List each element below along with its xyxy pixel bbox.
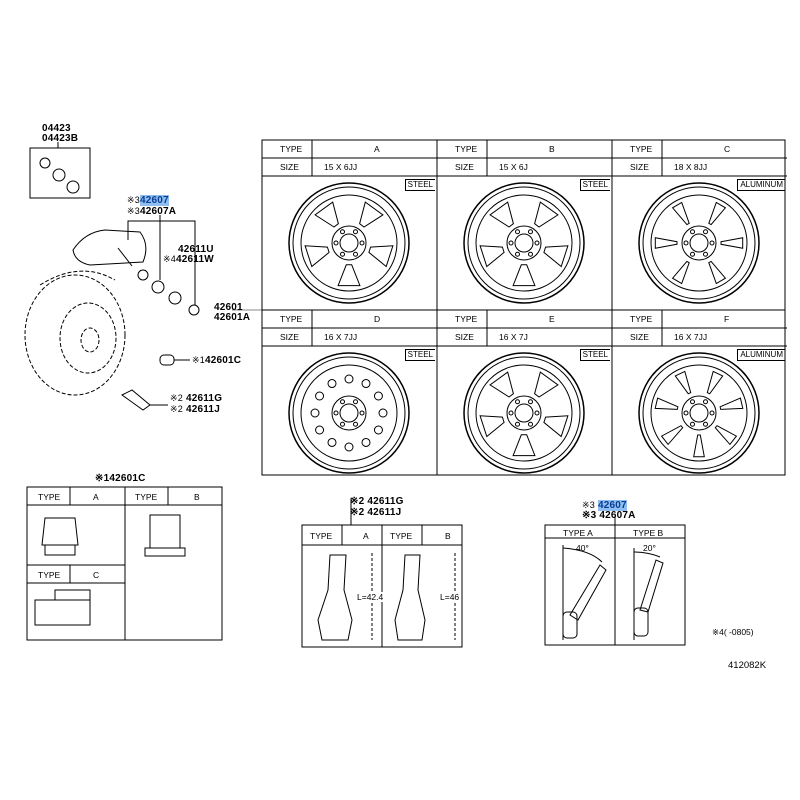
note-mark: ※4 [163,254,176,264]
wheel-material: STEEL [579,349,610,361]
valve-type-label: TYPE [390,531,413,541]
wheel-b-drawing[interactable] [463,182,585,304]
nut-table-title: ※142601C [95,473,146,484]
wheel-size-label: SIZE [630,332,649,342]
wheel-e-drawing[interactable] [463,352,585,474]
wheel-f-drawing[interactable] [638,352,760,474]
part-04423B[interactable]: 04423B [42,133,79,144]
note-mark: ※3 [582,500,595,510]
sensor-type-b: TYPE B [633,528,664,538]
wheel-material: STEEL [404,179,435,191]
wheel-size-label: SIZE [455,162,474,172]
part-42601[interactable]: 42601 [214,302,243,313]
wheel-size: 16 X 7J [499,332,528,342]
wheel-size: 16 X 7JJ [324,332,358,342]
valve-table-title-b: ※2 42611J [350,507,402,518]
wheel-size: 16 X 7JJ [674,332,708,342]
wheel-type-f: F [724,314,730,324]
wheel-material: STEEL [404,349,435,361]
valve-dim-a: L=42.4 [357,592,384,602]
wheel-c-drawing[interactable] [638,182,760,304]
part-42607[interactable]: 42607 [139,195,169,206]
wheel-type-label: TYPE [455,314,478,324]
note-mark: ※1 [192,355,205,365]
part-42611J[interactable]: 42611J [185,404,220,415]
nut-type-b: B [194,492,200,502]
wheel-type-d: D [374,314,381,324]
wheel-material: ALUMINUM [737,179,785,191]
valve-table-title-a: ※2 42611G [350,496,404,507]
nut-type-a: A [93,492,99,502]
wheel-material: STEEL [579,179,610,191]
sensor-table-title-a[interactable]: 42607 [597,500,627,511]
wheel-size-label: SIZE [455,332,474,342]
wheel-a-drawing[interactable] [288,182,410,304]
wheel-size: 18 X 8JJ [674,162,708,172]
wheel-size-label: SIZE [280,162,299,172]
part-42601A[interactable]: 42601A [214,312,251,323]
nut-type-label: TYPE [38,492,61,502]
wheel-size: 15 X 6JJ [324,162,358,172]
wheel-type-e: E [549,314,555,324]
wheel-size: 15 X 6J [499,162,528,172]
footnote: ※4( -0805) [712,627,754,637]
part-04423[interactable]: 04423 [42,123,71,134]
diagram-code: 412082K [728,660,767,671]
part-42611G[interactable]: 42611G [185,393,223,404]
part-42607A[interactable]: 42607A [139,206,177,217]
part-42611W[interactable]: 42611W [175,254,214,265]
valve-dim-b: L=46 [440,592,460,602]
wheel-type-label: TYPE [455,144,478,154]
valve-type-b: B [445,531,451,541]
sensor-angle-b: 20° [643,543,656,553]
sensor-angle-a: 40° [576,543,589,553]
note-mark: ※2 [170,393,183,403]
valve-type-a: A [363,531,369,541]
part-42601C[interactable]: 42601C [204,355,242,366]
nut-type-label: TYPE [135,492,158,502]
note-mark: ※3 [127,206,140,216]
wheel-type-label: TYPE [280,314,303,324]
wheel-type-label: TYPE [630,144,653,154]
nut-type-label: TYPE [38,570,61,580]
sensor-type-a: TYPE A [563,528,593,538]
wheel-type-b: B [549,144,555,154]
wheel-type-a: A [374,144,380,154]
wheel-type-label: TYPE [630,314,653,324]
wheel-size-label: SIZE [630,162,649,172]
valve-type-label: TYPE [310,531,333,541]
wheel-size-label: SIZE [280,332,299,342]
wheel-d-drawing[interactable] [288,352,410,474]
note-mark: ※3 [127,195,140,205]
sensor-table-title-b: ※3 42607A [582,510,636,521]
note-mark: ※2 [170,404,183,414]
wheel-type-c: C [724,144,731,154]
nut-type-c: C [93,570,100,580]
wheel-type-label: TYPE [280,144,303,154]
part-42611U[interactable]: 42611U [178,244,214,255]
wheel-material: ALUMINUM [737,349,785,361]
